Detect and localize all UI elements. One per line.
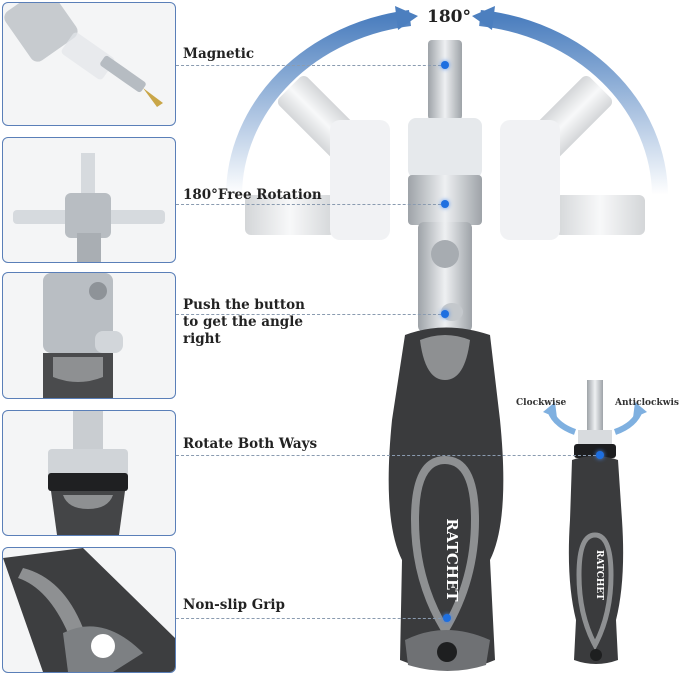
ratchet-ring-image (48, 411, 128, 535)
detail-panel-magnetic (2, 2, 176, 126)
callout-rotate-both-ways: Rotate Both Ways (183, 436, 318, 452)
detail-panel-rotation (2, 137, 176, 263)
angle-label: 180° (427, 7, 471, 27)
rotation-arc-right (479, 10, 668, 196)
main-handle (388, 327, 504, 670)
callout-magnetic: Magnetic (183, 46, 255, 62)
callout-dot (443, 614, 451, 622)
anticlockwise-label: Anticlockwise (615, 398, 679, 408)
callout-line (176, 314, 446, 315)
magnetic-bit-image (4, 3, 163, 107)
handle-text-small: RATCHET (594, 550, 604, 600)
detail-panel-ratchet (2, 410, 176, 536)
detail-panel-grip (2, 547, 176, 673)
callout-line (176, 204, 446, 205)
grip-closeup-image (3, 548, 175, 672)
callout-line (176, 455, 596, 456)
arc-arrowhead-left (395, 6, 418, 30)
callout-free-rotation: 180°Free Rotation (183, 187, 322, 203)
callout-dot (596, 451, 604, 459)
callout-push-button: Push the button to get the angle right (183, 297, 305, 347)
callout-non-slip-grip: Non-slip Grip (183, 597, 285, 613)
rotation-arc-left (226, 10, 412, 196)
clockwise-label: Clockwise (516, 398, 567, 408)
rotation-head-image (13, 153, 165, 262)
callout-dot (441, 310, 449, 318)
arc-arrowhead-right (472, 6, 495, 30)
callout-dot (441, 200, 449, 208)
callout-line (176, 618, 446, 619)
callout-dot (441, 61, 449, 69)
handle-text-large: RATCHET (443, 518, 461, 602)
bit-holder (428, 40, 462, 120)
callout-line (176, 65, 446, 66)
button-closeup-image (43, 273, 123, 398)
detail-panel-button (2, 272, 176, 399)
